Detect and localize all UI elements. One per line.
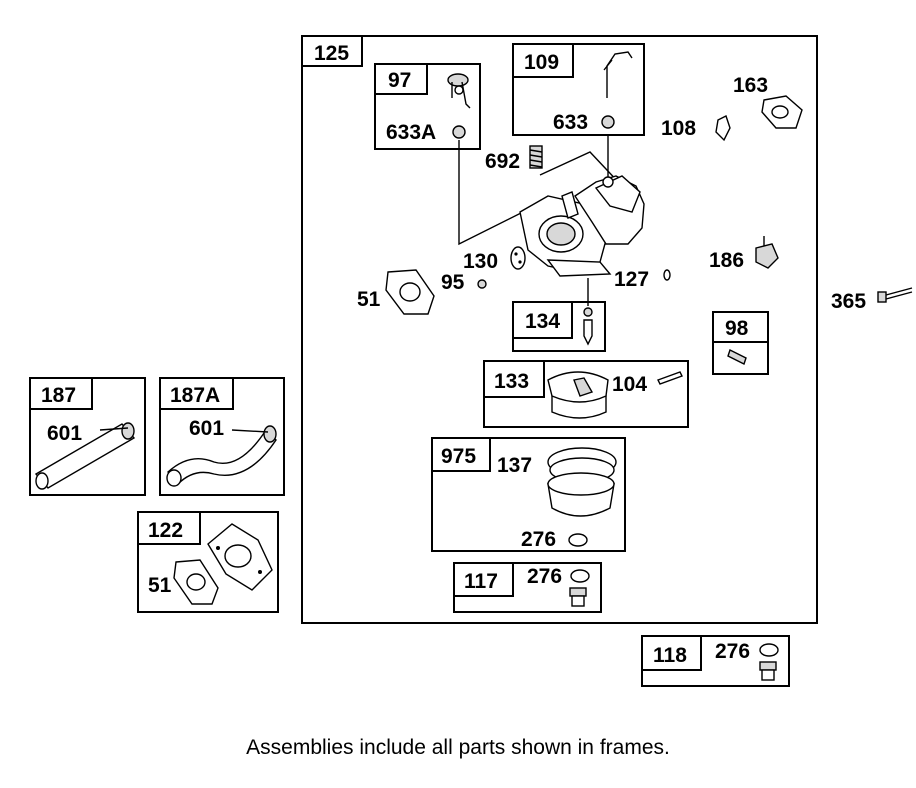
frame-109: 109 633 [512, 43, 645, 136]
gasket-51-122-icon [173, 559, 219, 605]
frame-134: 134 [512, 301, 606, 352]
frame-label-134: 134 [525, 310, 560, 333]
part-label-95: 95 [441, 271, 465, 294]
frame-label-117: 117 [464, 570, 498, 593]
choke-lever-icon [447, 73, 471, 109]
part-label-163: 163 [733, 74, 768, 97]
float-bowl-137-icon [547, 447, 617, 517]
frame-label-122: 122 [148, 519, 183, 542]
frame-187: 187 601 [29, 377, 146, 496]
pin-104-icon [657, 371, 683, 385]
frame-125: 125 [301, 35, 818, 624]
frame-117: 117 276 [453, 562, 602, 613]
part-label-276-a: 276 [521, 528, 556, 551]
oring-127-icon [663, 269, 671, 281]
part-label-601-b: 601 [189, 417, 224, 440]
spacer-122-icon [207, 523, 273, 591]
carburetor-body-icon [458, 136, 645, 306]
washer-276-a-icon [568, 533, 588, 547]
tube-187-icon [34, 422, 136, 490]
washer-276-b-icon [570, 569, 590, 583]
part-label-51-122: 51 [148, 574, 172, 597]
screw-98-icon [727, 349, 747, 365]
frame-label-187a: 187A [170, 384, 220, 407]
part-label-633: 633 [553, 111, 588, 134]
bowl-nut-117-icon [569, 587, 587, 607]
part-label-104: 104 [612, 373, 647, 396]
washer-276-c-icon [759, 643, 779, 657]
frame-label-187: 187 [41, 384, 76, 407]
part-label-137: 137 [497, 454, 532, 477]
part-label-108: 108 [661, 117, 696, 140]
tube-187a-icon [166, 425, 277, 487]
part-label-365: 365 [831, 290, 866, 313]
part-label-276-b: 276 [527, 565, 562, 588]
part-label-633a: 633A [386, 121, 436, 144]
part-label-186: 186 [709, 249, 744, 272]
seal-633a-icon [452, 125, 466, 139]
frame-label-133: 133 [494, 370, 529, 393]
frame-97: 97 633A [374, 63, 481, 150]
clip-108-icon [715, 115, 731, 142]
float-133-icon [547, 371, 609, 419]
frame-label-118: 118 [653, 644, 687, 667]
throttle-shaft-icon [603, 51, 633, 98]
frame-label-98: 98 [725, 317, 749, 340]
gasket-51-icon [385, 269, 435, 315]
gasket-163-icon [761, 95, 803, 129]
frame-label-125: 125 [314, 42, 349, 65]
needle-valve-134-icon [583, 307, 593, 346]
part-label-127: 127 [614, 268, 649, 291]
frame-122: 122 51 [137, 511, 279, 613]
plate-130-icon [510, 246, 526, 270]
frame-label-109: 109 [524, 51, 559, 74]
frame-label-97: 97 [388, 69, 411, 92]
frame-187a: 187A 601 [159, 377, 285, 496]
seal-633-icon [601, 115, 615, 129]
part-label-276-c: 276 [715, 640, 750, 663]
part-label-692: 692 [485, 150, 520, 173]
fitting-186-icon [755, 236, 779, 269]
frame-118: 118 276 [641, 635, 790, 687]
frame-label-975: 975 [441, 445, 476, 468]
bolt-365-icon [877, 287, 913, 303]
frame-133: 133 104 [483, 360, 689, 428]
frame-975: 975 137 276 [431, 437, 626, 552]
diagram-caption: Assemblies include all parts shown in fr… [246, 736, 670, 759]
bowl-nut-118-icon [759, 661, 777, 681]
part-label-601-a: 601 [47, 422, 82, 445]
screw-95-icon [477, 279, 487, 289]
spring-692-icon [529, 145, 543, 169]
part-label-130: 130 [463, 250, 498, 273]
frame-98: 98 [712, 311, 769, 375]
part-label-51-main: 51 [357, 288, 381, 311]
